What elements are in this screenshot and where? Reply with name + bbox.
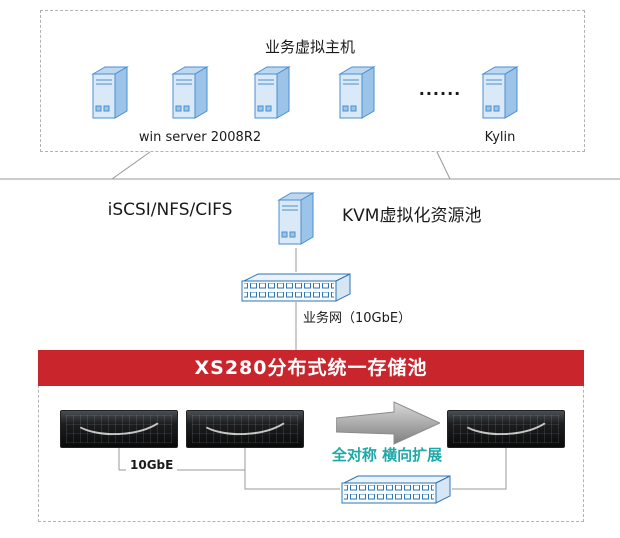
interconnect-speed-label: 10GbE [126,458,178,472]
vm-server-icon [168,62,212,122]
vm-server-icon [478,62,522,122]
scale-out-arrow-icon [335,400,442,450]
more-servers-ellipsis: ...... [418,80,462,99]
vm-server-icon [250,62,294,122]
vm-server-icon [88,62,132,122]
network-switch-icon [240,272,352,302]
kylin-label: Kylin [484,130,516,145]
storage-array-icon [186,410,304,448]
vm-server-icon [335,62,379,122]
vm-host-group-box [40,10,585,152]
vm-host-group-title: 业务虚拟主机 [264,38,355,56]
kvm-host-server-icon [274,188,318,248]
storage-pool-banner: XS280分布式统一存储池 [38,350,584,386]
backend-switch-icon [340,474,452,504]
kvm-pool-label: KVM虚拟化资源池 [342,206,482,226]
business-network-label: 业务网（10GbE） [303,311,412,326]
winserver-label: win server 2008R2 [138,130,262,145]
drive-grid [66,415,172,443]
scale-out-label: 全对称 横向扩展 [331,446,443,464]
storage-array-icon [447,410,565,448]
storage-array-icon [60,410,178,448]
drive-grid [453,415,559,443]
protocols-label: iSCSI/NFS/CIFS [107,200,233,220]
drive-grid [192,415,298,443]
